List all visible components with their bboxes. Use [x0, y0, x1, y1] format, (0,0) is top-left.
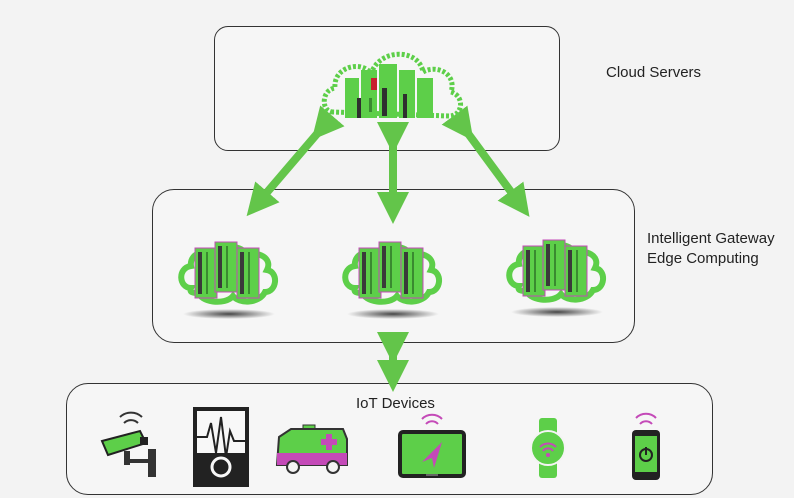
iot-layer-box — [66, 383, 713, 495]
security-camera-icon — [100, 411, 156, 477]
cloud-layer-label: Cloud Servers — [606, 64, 702, 81]
edge-layer-label-line2: Edge Computing — [647, 250, 759, 267]
arrow-cloud-edge-right — [441, 105, 530, 217]
edge-layer-label-line1: Intelligent Gateway — [647, 230, 775, 247]
gps-tablet-icon — [398, 413, 466, 478]
edge-server-icon — [345, 242, 439, 319]
iot-layer-label: IoT Devices — [356, 395, 435, 412]
edge-server-icon — [181, 242, 275, 319]
smartphone-icon — [632, 412, 660, 480]
edge-server-icon — [509, 240, 603, 317]
arrow-cloud-edge-left — [246, 105, 345, 217]
ambulance-icon — [275, 424, 348, 474]
cloud-server-cluster-icon — [321, 51, 463, 119]
smartwatch-icon — [530, 418, 566, 478]
seismograph-monitor-icon — [193, 407, 249, 487]
